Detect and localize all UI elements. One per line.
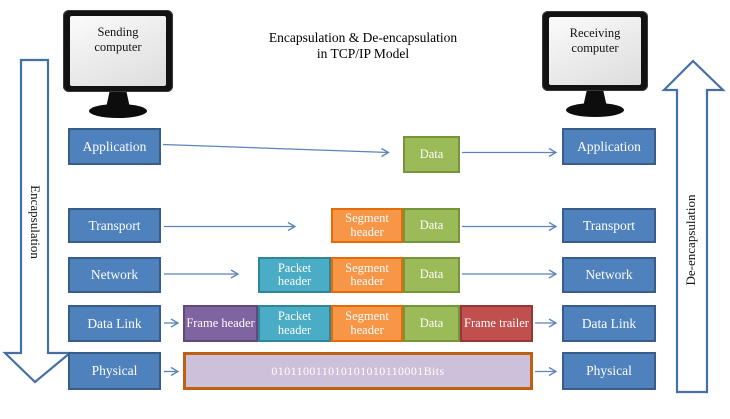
- monitor-frame: Sending computer: [63, 10, 173, 92]
- layer-left-datalink: Data Link: [68, 305, 161, 342]
- pdu-datalink-frame-trailer: Frame trailer: [460, 305, 533, 342]
- page-title-line2: in TCP/IP Model: [316, 45, 410, 61]
- pdu-datalink-data: Data: [403, 305, 460, 342]
- deencapsulation-label: De-encapsulation: [683, 194, 698, 286]
- pdu-transport-segment-header: Segment header: [331, 208, 403, 243]
- monitor-stand: [106, 88, 130, 108]
- arrow-transport-in-head: [548, 221, 558, 232]
- layer-right-physical: Physical: [562, 352, 656, 390]
- arrow-data-to-app-head: [548, 147, 558, 158]
- arrow-app-to-data: [162, 143, 389, 154]
- arrow-app-to-data-head: [381, 147, 390, 158]
- pdu-network-segment-header: Segment header: [331, 257, 403, 293]
- monitor-stand: [583, 88, 607, 107]
- layer-left-application: Application: [68, 128, 161, 165]
- monitor-screen: Receiving computer: [549, 17, 641, 85]
- arrow-transport-out-head: [287, 221, 297, 232]
- monitor-base: [566, 103, 624, 117]
- receiving-computer-label: Receiving computer: [569, 26, 621, 55]
- arrow-network-in-head: [548, 269, 558, 279]
- monitor-base: [89, 104, 147, 118]
- layer-right-application: Application: [562, 128, 656, 165]
- encapsulation-label: Encapsulation: [28, 185, 43, 259]
- receiving-computer-monitor: Receiving computer: [542, 11, 648, 121]
- arrow-datalink-out-head: [170, 318, 180, 328]
- pdu-datalink-frame-header: Frame header: [183, 305, 258, 342]
- arrow-datalink-in-head: [548, 318, 558, 328]
- layer-left-network: Network: [68, 257, 161, 293]
- layer-right-transport: Transport: [562, 208, 656, 243]
- arrow-physical-in-head: [548, 366, 558, 377]
- pdu-datalink-packet-header: Packet header: [258, 305, 331, 342]
- sending-computer-label: Sending computer: [94, 25, 142, 54]
- pdu-transport-data: Data: [403, 208, 460, 243]
- arrow-network-out-head: [230, 269, 240, 279]
- pdu-network-packet-header: Packet header: [258, 257, 331, 293]
- pdu-physical-bits: 010110011010101010110001Bits: [183, 352, 533, 390]
- layer-left-transport: Transport: [68, 208, 161, 243]
- arrow-physical-out-head: [170, 366, 180, 377]
- page-title-line1: Encapsulation & De-encapsulation: [268, 30, 458, 45]
- pdu-datalink-segment-header: Segment header: [331, 305, 403, 342]
- layer-right-network: Network: [562, 257, 656, 293]
- pdu-app-data: Data: [403, 136, 460, 173]
- layer-right-datalink: Data Link: [562, 305, 656, 342]
- monitor-screen: Sending computer: [70, 16, 166, 86]
- layer-left-physical: Physical: [68, 352, 161, 390]
- monitor-frame: Receiving computer: [542, 11, 648, 91]
- page-title: Encapsulation & De-encapsulation in TCP/…: [233, 30, 493, 61]
- sending-computer-monitor: Sending computer: [63, 10, 173, 120]
- pdu-network-data: Data: [403, 257, 460, 293]
